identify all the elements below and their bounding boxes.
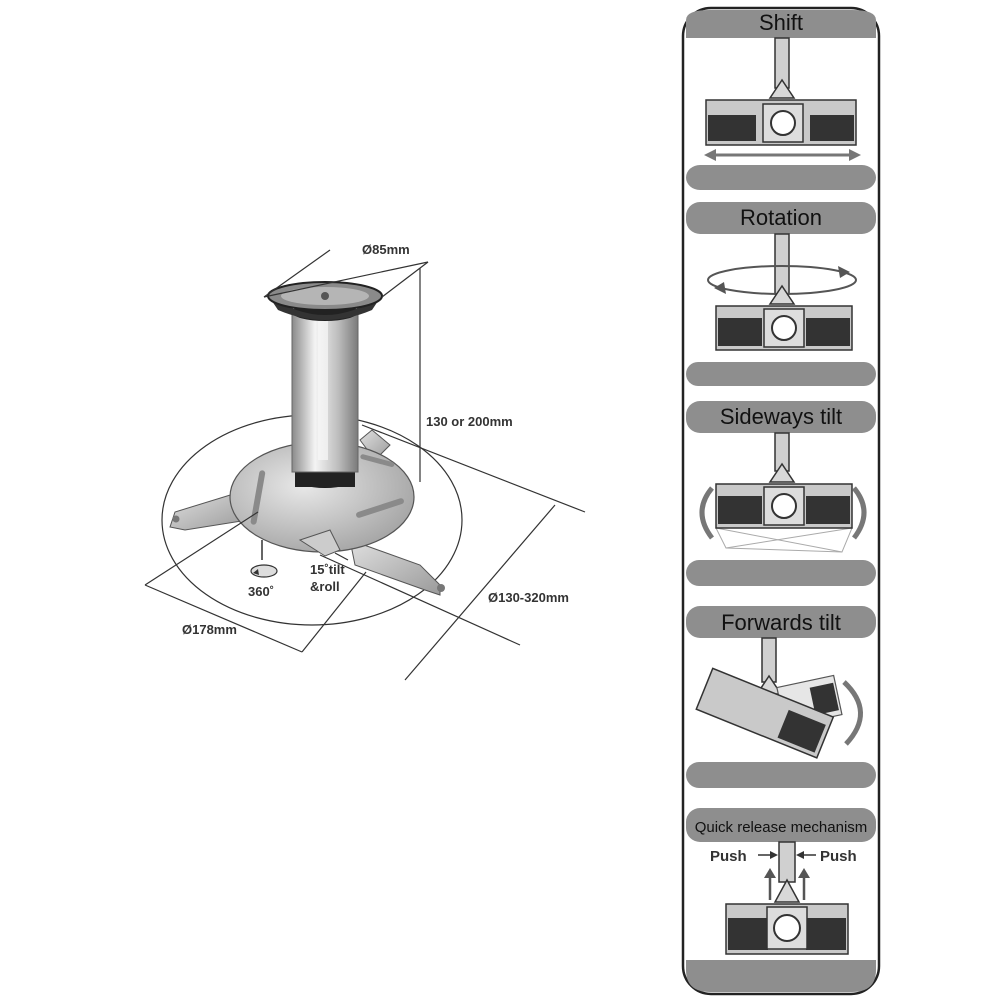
- panel-title-shift: Shift: [759, 10, 803, 35]
- arrowhead-left-icon: [704, 149, 716, 161]
- arrowhead-up-icon: [764, 868, 776, 878]
- tilt-arrow-right-icon: [851, 486, 867, 540]
- panel-rotation: Rotation: [686, 202, 876, 386]
- projector-lens: [770, 110, 796, 136]
- projector-lens: [773, 914, 801, 942]
- arrowhead-right-icon: [849, 149, 861, 161]
- arrowhead-up-icon: [798, 868, 810, 878]
- projector-vent: [718, 496, 762, 524]
- push-label-left: Push: [710, 848, 747, 865]
- panel-title-sideways-tilt: Sideways tilt: [720, 404, 842, 429]
- top-diameter-label: Ø85mm: [362, 242, 410, 257]
- pivot-bracket: [768, 462, 796, 483]
- feature-strip: Shift Rotation: [681, 6, 881, 996]
- rotation-icon: [250, 564, 278, 578]
- pivot-bracket: [773, 878, 801, 903]
- rotation-label: 360˚: [248, 584, 274, 599]
- projector-vent: [806, 318, 850, 346]
- panel-band-top: [686, 606, 876, 638]
- panel-band-bottom: [686, 165, 876, 190]
- mount-arm-right: [349, 539, 441, 596]
- panel-band-top: [686, 10, 876, 38]
- tilt-arrow-left-icon: [699, 486, 715, 540]
- pole: [778, 841, 796, 883]
- mount-illustration: [161, 281, 463, 626]
- top-cap-screw: [321, 292, 329, 300]
- pivot-bracket: [768, 78, 796, 99]
- arm-screw: [437, 584, 445, 592]
- panel-band-top: [686, 401, 876, 433]
- tilt-label: 15˚tilt: [310, 562, 345, 577]
- base-slot: [360, 454, 395, 467]
- projector-vent: [728, 918, 768, 950]
- projector-lens: [771, 493, 797, 519]
- tilt-bracket: [298, 529, 341, 557]
- panel-band-top: [686, 808, 876, 842]
- projector-vent: [708, 115, 756, 141]
- panel-forwards-tilt: Forwards tilt: [686, 606, 876, 788]
- arrowhead-icon: [838, 266, 850, 278]
- projector-tilted: [695, 667, 835, 759]
- panel-band-bottom: [686, 560, 876, 586]
- push-label-right: Push: [820, 848, 857, 865]
- base-slot: [250, 470, 266, 525]
- projector-vent: [806, 496, 850, 524]
- panel-title-forwards-tilt: Forwards tilt: [721, 610, 841, 635]
- tube-highlight: [318, 320, 328, 460]
- arrowhead-icon: [714, 282, 726, 294]
- ghost-line: [725, 527, 853, 549]
- dimension-lines: [144, 249, 586, 681]
- projector-lens: [771, 315, 797, 341]
- pivot-bracket: [768, 284, 796, 305]
- panel-band-bottom: [686, 960, 876, 992]
- top-cap-rim: [268, 295, 382, 320]
- roll-label: &roll: [310, 579, 340, 594]
- bracket-span-label: Ø130-320mm: [488, 590, 569, 605]
- panel-band-bottom: [686, 362, 876, 386]
- panel-sideways-tilt: Sideways tilt: [686, 401, 876, 586]
- tilt-arrow-icon: [842, 680, 863, 746]
- panel-shift: Shift: [686, 10, 876, 190]
- panel-title-rotation: Rotation: [740, 205, 822, 230]
- base-diameter-label: Ø178mm: [182, 622, 237, 637]
- panel-title-quick-release: Quick release mechanism: [695, 819, 868, 836]
- projector-vent: [806, 918, 846, 950]
- dimension-labels: Ø85mm 130 or 200mm Ø130-320mm Ø178mm 15˚…: [182, 242, 569, 637]
- panel-band-bottom: [686, 762, 876, 788]
- rotation-arrow-icon: [253, 569, 259, 575]
- arrowhead-icon: [770, 851, 778, 859]
- height-label: 130 or 200mm: [426, 414, 513, 429]
- base-slot: [356, 498, 404, 518]
- projector-vent: [718, 318, 762, 346]
- projector-vent: [810, 115, 854, 141]
- panel-band-top: [686, 202, 876, 234]
- arrowhead-icon: [796, 851, 804, 859]
- arm-screw: [172, 515, 180, 523]
- panel-quick-release: Quick release mechanism Push Push: [686, 808, 876, 992]
